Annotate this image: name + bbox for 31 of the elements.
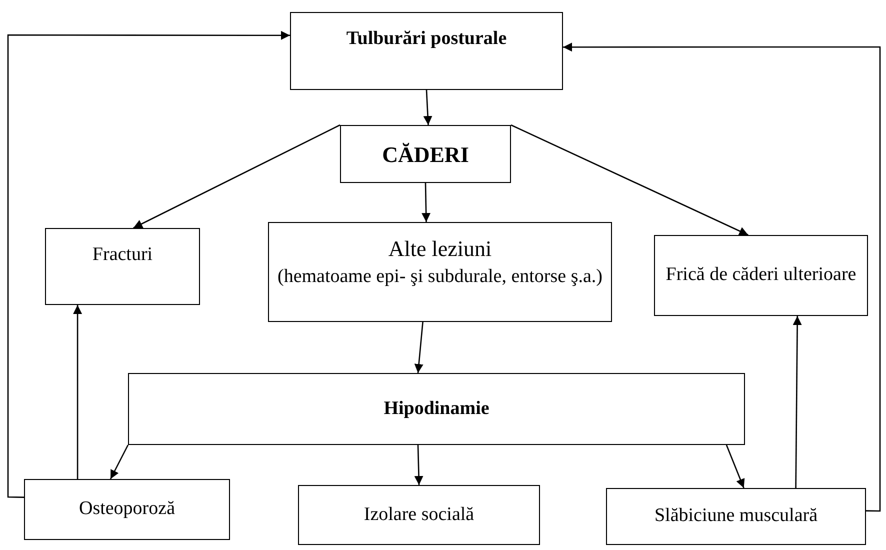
arrow: [422, 182, 431, 222]
box-text: (hematoame epi- şi subdurale, entorse ş.a.): [278, 264, 602, 288]
box-title: Osteoporoză: [78, 497, 176, 522]
arrow: [563, 42, 881, 512]
arrow: [414, 322, 424, 374]
arrow: [726, 444, 745, 488]
box-title: CĂDERI: [382, 140, 469, 168]
box-title: Hipodinamie: [384, 396, 490, 421]
arrow: [792, 316, 802, 488]
box-title: Fracturi: [92, 243, 153, 267]
arrow: [7, 30, 290, 498]
arrow: [423, 90, 432, 126]
arrow: [510, 124, 748, 236]
arrow: [133, 124, 340, 229]
box-title: Izolare socială: [364, 502, 474, 527]
box-title: Alte leziuni: [388, 235, 492, 262]
process-box: [340, 125, 511, 183]
box-title: Frică de căderi ulterioare: [666, 263, 856, 288]
box-title: Slăbiciune musculară: [654, 504, 818, 528]
process-box: [654, 235, 868, 316]
arrow: [414, 444, 424, 486]
box-title: Tulburări posturale: [346, 27, 507, 51]
process-box: [45, 228, 200, 305]
process-box: [128, 373, 745, 445]
process-box: [290, 12, 563, 90]
arrow: [110, 444, 129, 480]
process-box: [24, 479, 230, 540]
process-box: [606, 488, 866, 545]
process-box: [298, 485, 540, 545]
arrow: [73, 305, 82, 479]
process-box: [268, 222, 612, 322]
